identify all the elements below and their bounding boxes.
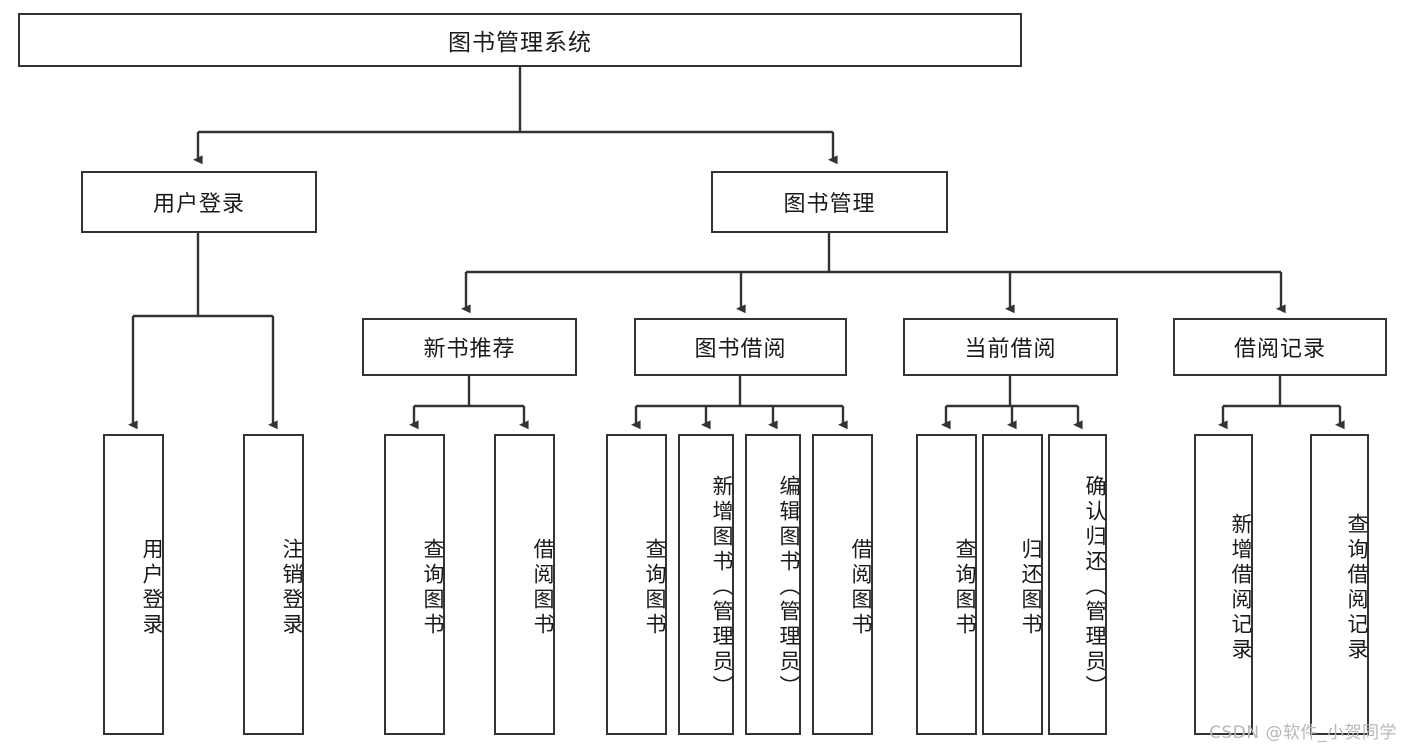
leaf-new-book-query[interactable]: 查询图书 bbox=[384, 434, 445, 735]
leaf-user-login-logout[interactable]: 注销登录 bbox=[243, 434, 304, 735]
node-label: 确认归还（管理员） bbox=[1083, 475, 1107, 700]
node-label: 借阅记录 bbox=[1233, 337, 1326, 362]
leaf-user-login-login[interactable]: 用户登录 bbox=[103, 434, 164, 735]
leaf-borrow-record-add[interactable]: 新增借阅记录 bbox=[1194, 434, 1253, 735]
node-label: 图书管理 bbox=[783, 192, 876, 217]
node-label: 图书借阅 bbox=[694, 337, 787, 362]
node-label: 新书推荐 bbox=[423, 337, 516, 362]
node-label: 查询图书 bbox=[643, 537, 667, 638]
node-book-management[interactable]: 图书管理 bbox=[711, 171, 948, 233]
leaf-current-borrow-confirm-return[interactable]: 确认归还（管理员） bbox=[1048, 434, 1107, 735]
node-label: 查询图书 bbox=[421, 537, 445, 638]
node-label: 借阅图书 bbox=[531, 537, 555, 638]
node-label: 查询借阅记录 bbox=[1345, 512, 1369, 663]
leaf-book-borrow-borrow[interactable]: 借阅图书 bbox=[812, 434, 873, 735]
node-current-borrow[interactable]: 当前借阅 bbox=[903, 318, 1118, 376]
node-book-borrow[interactable]: 图书借阅 bbox=[634, 318, 847, 376]
node-label: 归还图书 bbox=[1019, 537, 1043, 638]
leaf-current-borrow-query[interactable]: 查询图书 bbox=[916, 434, 977, 735]
node-user-login[interactable]: 用户登录 bbox=[81, 171, 317, 233]
node-borrow-record[interactable]: 借阅记录 bbox=[1173, 318, 1387, 376]
node-root-book-management-system[interactable]: 图书管理系统 bbox=[18, 13, 1022, 67]
leaf-current-borrow-return[interactable]: 归还图书 bbox=[982, 434, 1043, 735]
node-label: 查询图书 bbox=[953, 537, 977, 638]
node-label: 图书管理系统 bbox=[448, 30, 592, 56]
node-label: 新增借阅记录 bbox=[1229, 512, 1253, 663]
node-label: 新增图书（管理员） bbox=[710, 475, 734, 700]
leaf-book-borrow-query[interactable]: 查询图书 bbox=[606, 434, 667, 735]
leaf-book-borrow-edit[interactable]: 编辑图书（管理员） bbox=[745, 434, 801, 735]
node-label: 当前借阅 bbox=[964, 337, 1057, 362]
leaf-book-borrow-add[interactable]: 新增图书（管理员） bbox=[678, 434, 734, 735]
node-new-book-recommend[interactable]: 新书推荐 bbox=[362, 318, 577, 376]
node-label: 用户登录 bbox=[152, 192, 245, 217]
node-label: 编辑图书（管理员） bbox=[777, 475, 801, 700]
node-label: 注销登录 bbox=[280, 537, 304, 638]
leaf-borrow-record-query[interactable]: 查询借阅记录 bbox=[1310, 434, 1369, 735]
node-label: 用户登录 bbox=[140, 537, 164, 638]
node-label: 借阅图书 bbox=[849, 537, 873, 638]
watermark: CSDN @软件_小贺同学 bbox=[1209, 723, 1397, 743]
leaf-new-book-borrow[interactable]: 借阅图书 bbox=[494, 434, 555, 735]
